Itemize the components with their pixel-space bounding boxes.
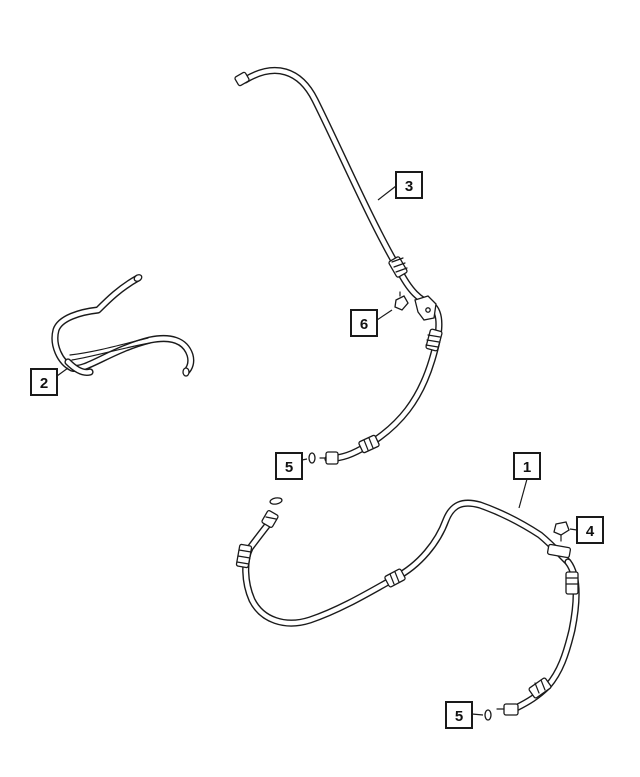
hose-end-fitting xyxy=(261,510,279,528)
hose-bracket xyxy=(546,543,572,559)
callout-5-lower-label: 5 xyxy=(455,708,463,725)
leader-1 xyxy=(518,478,528,509)
callout-6: 6 xyxy=(350,309,378,337)
hose-bracket xyxy=(414,295,437,321)
crimp-sleeve xyxy=(358,434,380,454)
leader-3 xyxy=(377,185,397,201)
bolt-part-4 xyxy=(553,521,570,542)
callout-1: 1 xyxy=(513,452,541,480)
callout-5-lower: 5 xyxy=(445,701,473,729)
hose-part-3 xyxy=(234,67,443,465)
hose-end-fitting xyxy=(496,703,519,716)
leader-5b xyxy=(471,713,484,716)
leader-6 xyxy=(376,309,393,321)
crimp-sleeve xyxy=(388,256,408,278)
clip-part-6 xyxy=(394,291,409,311)
callout-1-label: 1 xyxy=(523,459,531,476)
callout-2: 2 xyxy=(30,368,58,396)
leader-4 xyxy=(569,528,578,531)
oring-part-5-upper xyxy=(308,452,316,464)
callout-2-label: 2 xyxy=(40,375,48,392)
callout-6-label: 6 xyxy=(360,316,368,333)
crimp-sleeve xyxy=(235,543,253,569)
callout-5-upper: 5 xyxy=(275,452,303,480)
callout-5-upper-label: 5 xyxy=(285,459,293,476)
oring-loose xyxy=(269,497,283,505)
hose-part-2 xyxy=(51,274,195,377)
callout-3-label: 3 xyxy=(405,178,413,195)
crimp-sleeve xyxy=(565,571,579,595)
leader-2 xyxy=(56,367,69,377)
oring-part-5-lower xyxy=(484,709,492,721)
crimp-sleeve xyxy=(528,677,552,699)
hose-end-fitting xyxy=(319,451,339,465)
crimp-sleeve xyxy=(384,568,406,588)
callout-4-label: 4 xyxy=(586,523,595,540)
callout-4: 4 xyxy=(576,516,604,544)
callout-3: 3 xyxy=(395,171,423,199)
crimp-sleeve xyxy=(425,328,443,352)
hose-part-1 xyxy=(235,499,580,716)
